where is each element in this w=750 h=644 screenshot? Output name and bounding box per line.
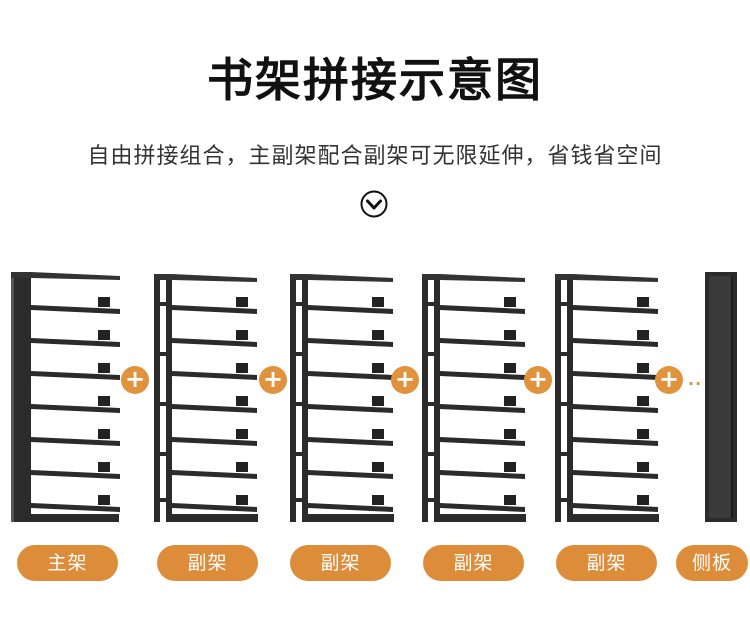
label-side-panel: 侧板 — [676, 545, 748, 581]
page-subtitle: 自由拼接组合，主副架配合副架可无限延伸，省钱省空间 — [87, 144, 663, 169]
page-title: 书架拼接示意图 — [207, 53, 543, 107]
label-main-rack: 主架 — [17, 545, 118, 581]
main-rack-image — [11, 272, 120, 522]
sub-rack-image-2 — [290, 274, 394, 522]
plus-icon: + — [121, 366, 149, 394]
sub-rack-image-1 — [154, 274, 258, 522]
label-sub-rack-1: 副架 — [157, 545, 258, 581]
sub-rack-image-3 — [422, 274, 526, 522]
plus-icon: + — [259, 366, 287, 394]
plus-icon: + — [391, 366, 419, 394]
sub-rack-image-4 — [555, 274, 659, 522]
plus-icon: + — [655, 366, 683, 394]
label-sub-rack-3: 副架 — [423, 545, 524, 581]
plus-icon: + — [524, 366, 552, 394]
ellipsis-icon: ·· — [688, 374, 703, 393]
label-sub-rack-2: 副架 — [290, 545, 391, 581]
chevron-down-circle-icon — [360, 190, 388, 218]
shelf-diagram: + + — [0, 262, 750, 524]
component-labels: 主架 副架 副架 副架 副架 侧板 — [0, 545, 750, 585]
side-panel-image — [705, 272, 737, 522]
label-sub-rack-4: 副架 — [556, 545, 657, 581]
